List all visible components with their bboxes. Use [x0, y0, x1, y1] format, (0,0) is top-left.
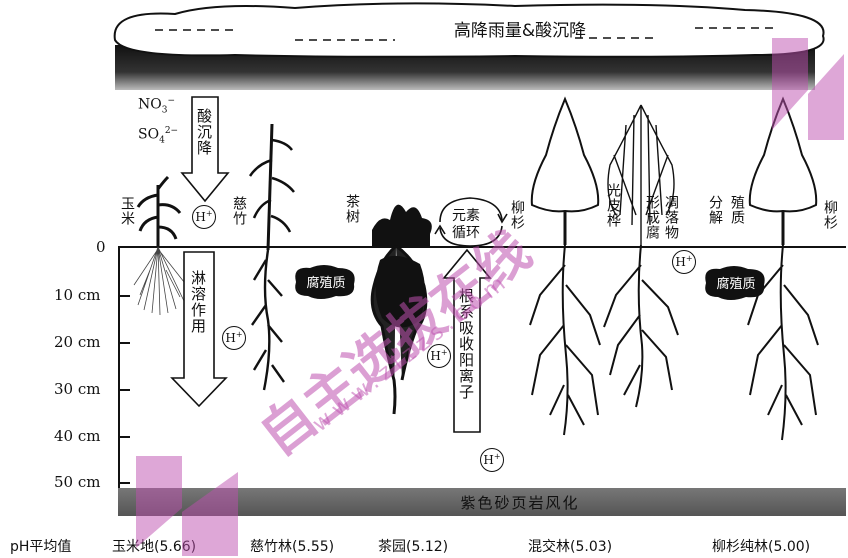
ground-line	[118, 246, 846, 248]
root-absorption-arrow	[442, 248, 492, 433]
root-absorption-label: 根系吸收阳离子	[457, 288, 475, 400]
depth-label-20: 20 cm	[54, 333, 101, 351]
decomp-label-2: 形成腐	[644, 195, 660, 240]
decomp-label-3: 分解	[707, 195, 723, 225]
depth-label-40: 40 cm	[54, 427, 101, 445]
birch-tree	[603, 104, 679, 408]
cloud	[113, 2, 825, 90]
humus-blob-right	[705, 266, 765, 300]
depth-tick-50	[118, 482, 130, 484]
plant-label-corn: 玉米	[119, 196, 135, 226]
bedrock-label: 紫色砂页岩风化	[460, 494, 580, 512]
h-ion-decomp: H+	[672, 250, 696, 274]
humus-blob-left	[295, 265, 355, 299]
depth-tick-40	[118, 436, 130, 438]
nitrate-ion: NO3−	[138, 96, 176, 116]
element-cycle-label-1: 元素	[452, 208, 480, 224]
ph-fir: 柳杉纯林(5.00)	[712, 539, 811, 555]
ph-bamboo: 慈竹林(5.55)	[250, 539, 335, 555]
leaching-label: 淋溶作用	[189, 270, 207, 334]
fir-tree-2	[747, 96, 819, 441]
ph-tea: 茶园(5.12)	[378, 539, 449, 555]
leaching-arrow	[170, 251, 228, 408]
watermark-logo-top	[772, 38, 844, 140]
depth-tick-30	[118, 389, 130, 391]
ph-label: pH平均值	[10, 539, 72, 555]
depth-label-10: 10 cm	[54, 286, 101, 304]
decomp-label-1: 凋落物	[663, 195, 679, 240]
depth-tick-10	[118, 295, 130, 297]
bamboo-plant	[248, 123, 295, 391]
watermark-logo-bottom	[136, 456, 238, 556]
fir-tree-1	[529, 96, 601, 436]
ph-mixed: 混交林(5.03)	[528, 539, 613, 555]
sulfate-ion: SO42−	[138, 126, 179, 146]
depth-label-0: 0	[96, 238, 106, 256]
cloud-label: 高降雨量&酸沉降	[453, 21, 587, 41]
ph-corn: 玉米地(5.66)	[112, 539, 197, 555]
decomp-label-4: 殖质	[729, 195, 745, 225]
depth-tick-20	[118, 342, 130, 344]
h-ion-bamboo: H+	[222, 326, 246, 350]
corn-plant	[133, 175, 189, 316]
h-ion-bottom: H+	[480, 448, 504, 472]
acid-deposition-arrow	[180, 96, 230, 203]
depth-label-30: 30 cm	[54, 380, 101, 398]
element-cycle-label-2: 循环	[452, 225, 480, 241]
depth-axis	[118, 246, 120, 488]
depth-label-50: 50 cm	[54, 473, 101, 491]
plant-label-bamboo: 慈竹	[231, 196, 247, 226]
plant-label-fir-1: 柳杉	[509, 200, 525, 230]
humus-label-right: 腐殖质	[716, 277, 756, 292]
h-ion-top: H+	[192, 205, 216, 229]
tea-plant	[370, 204, 432, 415]
humus-label-left: 腐殖质	[306, 276, 346, 291]
element-cycle-arrows	[434, 197, 508, 247]
plant-label-fir-2: 柳杉	[822, 200, 838, 230]
bedrock-band	[118, 488, 846, 516]
h-ion-root: H+	[427, 344, 451, 368]
acid-deposition-label: 酸沉降	[195, 108, 213, 156]
plant-label-tea: 茶树	[344, 194, 360, 224]
